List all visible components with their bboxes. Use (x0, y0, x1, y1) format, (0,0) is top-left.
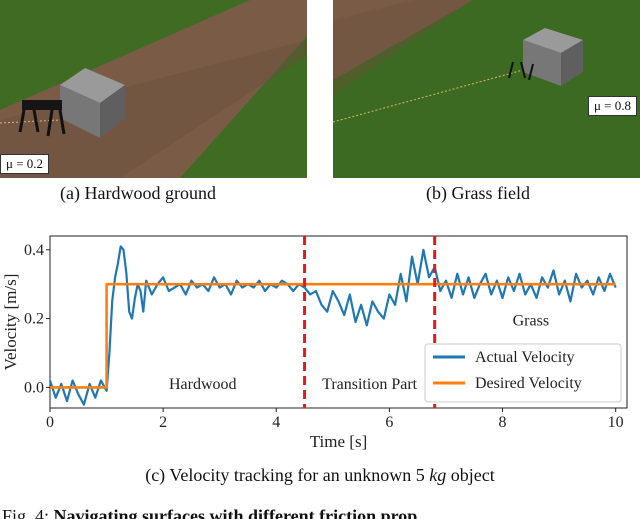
chart-caption-suffix: object (446, 465, 495, 485)
box-object (60, 68, 125, 138)
x-tick-label: 0 (46, 414, 54, 431)
figure-caption-title: Navigating surfaces with different frict… (53, 506, 418, 519)
x-tick-label: 2 (159, 414, 167, 431)
caption-hardwood: (a) Hardwood ground (60, 183, 216, 203)
panel-hardwood: μ = 0.2 (0, 0, 307, 178)
chart-caption: (c) Velocity tracking for an unknown 5 k… (0, 465, 640, 486)
x-tick-label: 8 (499, 414, 507, 431)
hardwood-scene-image (0, 0, 307, 178)
region-label: Hardwood (169, 376, 237, 393)
friction-label-grass: μ = 0.8 (587, 96, 637, 116)
grass-scene-image (333, 0, 640, 178)
chart-caption-unit: kg (429, 465, 447, 485)
chart-caption-text: (c) Velocity tracking for an unknown 5 (145, 465, 430, 485)
x-tick-label: 10 (608, 414, 624, 431)
legend-label: Actual Velocity (475, 349, 575, 366)
y-tick-label: 0.4 (24, 242, 44, 259)
region-label: Grass (513, 312, 549, 329)
x-tick-label: 4 (272, 414, 280, 431)
y-tick-label: 0.0 (24, 379, 44, 396)
box-object (523, 28, 583, 86)
robot-legged (18, 100, 66, 137)
legend-box (424, 343, 622, 403)
y-tick-label: 0.2 (24, 311, 44, 328)
region-label: Transition Part (322, 376, 418, 393)
legend-label: Desired Velocity (475, 375, 582, 392)
friction-label-hardwood: μ = 0.2 (0, 154, 50, 174)
figure-caption: Fig. 4: Navigating surfaces with differe… (2, 506, 417, 519)
x-tick-label: 6 (385, 414, 393, 431)
desired-velocity-line (50, 282, 616, 389)
figure-caption-label: Fig. 4: (2, 506, 54, 519)
actual-velocity-line (48, 245, 617, 406)
caption-grass: (b) Grass field (426, 183, 530, 203)
y-axis-label: Velocity [m/s] (1, 274, 20, 371)
robot-legged (508, 61, 534, 81)
x-axis-label: Time [s] (310, 432, 367, 451)
panel-grass: μ = 0.8 (333, 0, 640, 178)
